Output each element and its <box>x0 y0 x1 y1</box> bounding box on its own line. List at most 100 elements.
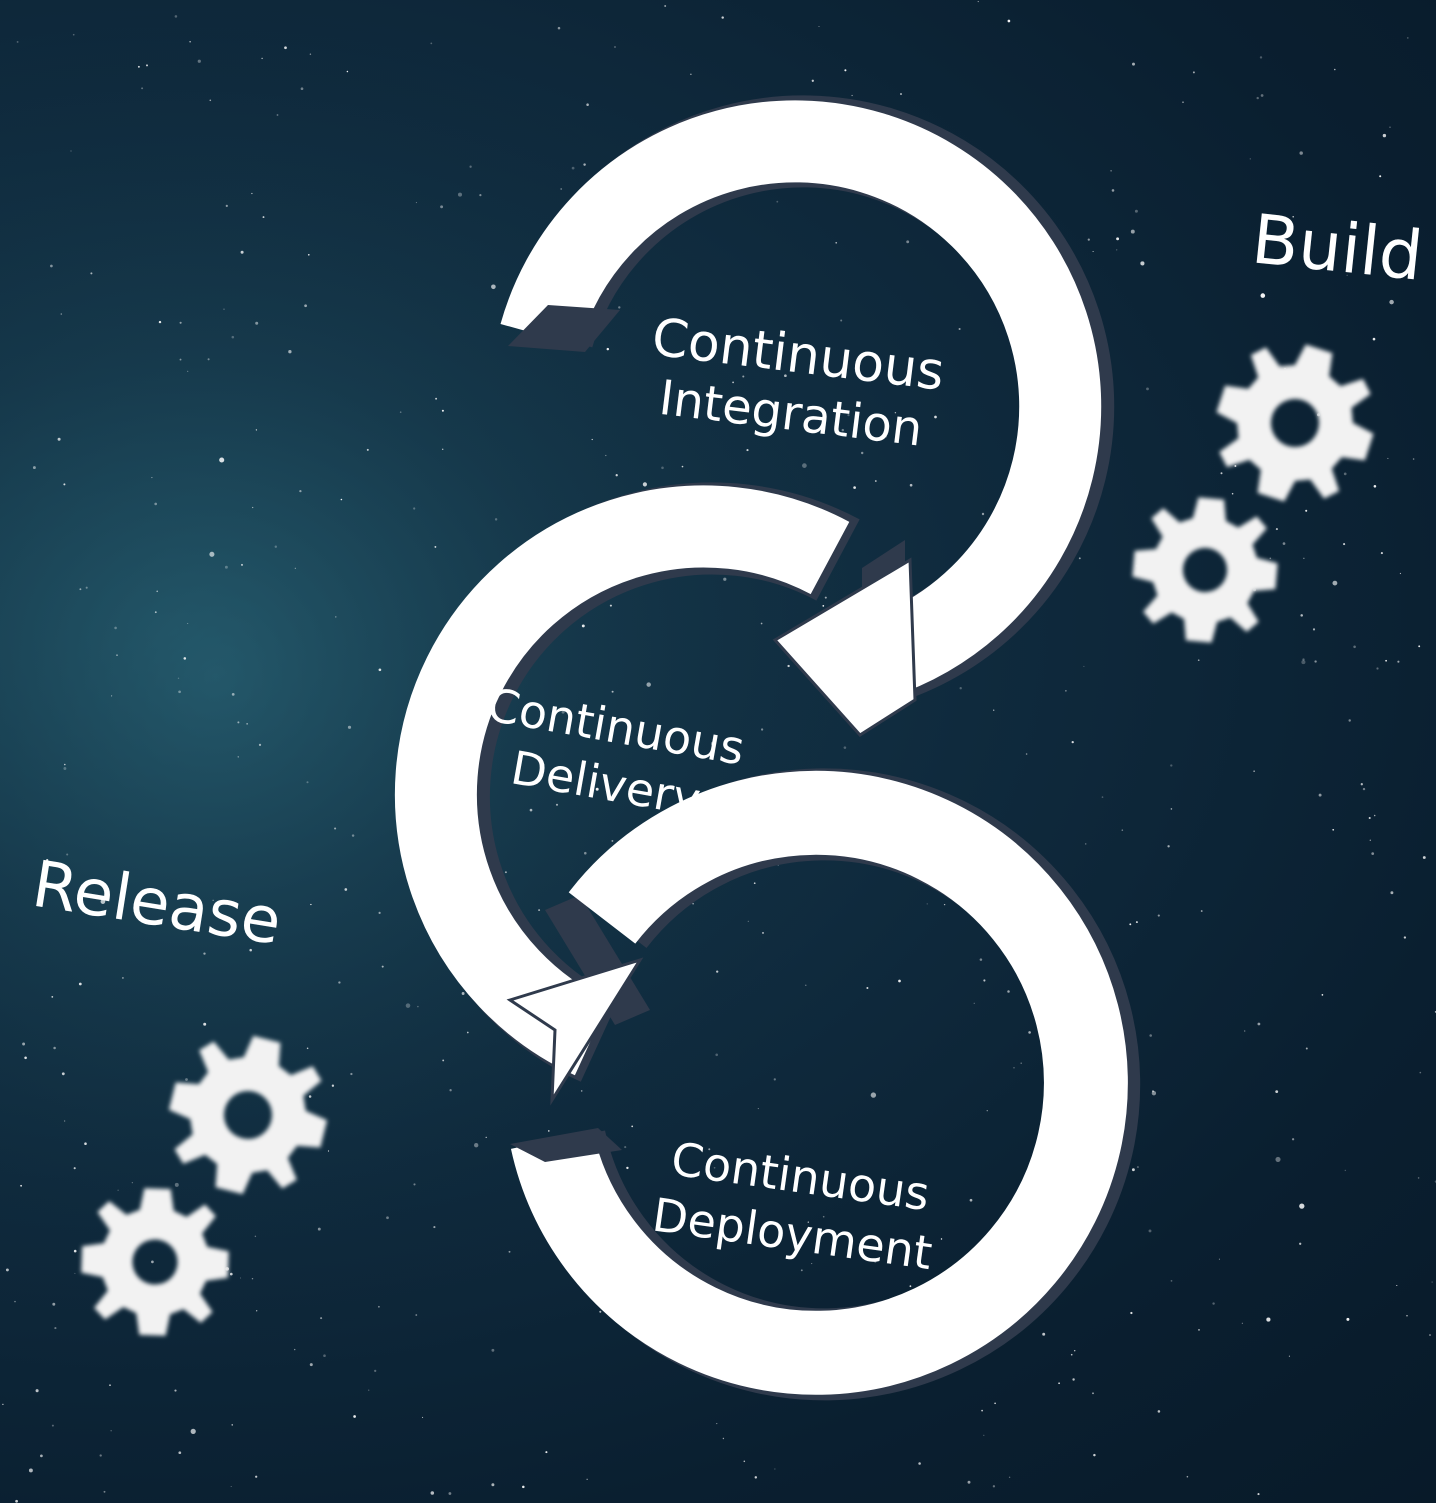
star <box>721 16 724 19</box>
star <box>52 1302 56 1306</box>
star <box>1288 1355 1290 1357</box>
star <box>664 5 667 7</box>
star <box>1372 337 1376 341</box>
star <box>154 611 157 614</box>
star <box>580 1090 583 1092</box>
star <box>442 1059 445 1062</box>
star <box>906 240 910 244</box>
star <box>1305 509 1308 512</box>
star <box>909 1285 912 1288</box>
star <box>334 827 337 830</box>
star <box>611 690 614 693</box>
star <box>1418 645 1421 648</box>
star <box>581 624 585 628</box>
star <box>479 194 482 197</box>
star <box>335 616 337 618</box>
star <box>900 93 902 95</box>
star <box>237 756 239 758</box>
star <box>366 448 369 451</box>
star <box>54 1327 57 1330</box>
star <box>1231 492 1234 495</box>
integration-loop <box>500 95 1115 737</box>
star <box>1369 839 1371 841</box>
star <box>690 73 692 75</box>
star <box>448 1492 452 1495</box>
star <box>1305 1047 1308 1050</box>
star <box>1299 1203 1305 1209</box>
star <box>1412 458 1415 460</box>
star <box>851 94 853 97</box>
star <box>306 1047 309 1050</box>
star <box>430 42 433 45</box>
star <box>14 1300 16 1303</box>
star <box>1234 465 1237 467</box>
build-label: Build <box>1248 200 1426 296</box>
star <box>1198 1329 1200 1331</box>
star <box>631 1125 634 1128</box>
star <box>1157 914 1160 917</box>
star <box>40 1454 43 1458</box>
star <box>1429 1334 1431 1336</box>
star <box>84 1142 87 1145</box>
star <box>35 1389 39 1393</box>
star <box>351 834 355 837</box>
star <box>1111 189 1115 192</box>
star <box>1403 936 1407 939</box>
star <box>85 586 88 589</box>
star <box>308 1095 312 1098</box>
star <box>276 114 279 116</box>
star <box>57 437 61 441</box>
star <box>1116 237 1120 241</box>
star <box>230 1485 232 1488</box>
star <box>841 428 845 432</box>
star <box>231 1424 233 1426</box>
star <box>1146 387 1149 391</box>
star <box>1301 660 1306 665</box>
star <box>1136 1166 1139 1169</box>
star <box>811 1263 813 1265</box>
star <box>1087 238 1090 241</box>
star <box>1135 921 1138 924</box>
star <box>742 375 745 378</box>
star <box>185 1078 188 1081</box>
star <box>1399 572 1401 575</box>
star <box>1376 667 1379 670</box>
star <box>252 506 254 509</box>
star <box>430 1491 435 1495</box>
star <box>219 457 225 463</box>
star <box>1072 1378 1075 1381</box>
star <box>584 851 587 855</box>
star <box>1140 261 1145 266</box>
star <box>805 984 807 986</box>
star <box>288 350 292 354</box>
star <box>1346 1317 1350 1321</box>
star <box>1302 658 1305 661</box>
star <box>207 358 210 361</box>
star <box>386 1216 389 1220</box>
star <box>209 99 212 102</box>
star <box>103 1490 106 1493</box>
star <box>1417 1177 1420 1179</box>
star <box>256 1310 258 1312</box>
star <box>1129 923 1132 926</box>
star <box>1132 62 1135 66</box>
star <box>50 264 53 268</box>
star <box>548 1130 550 1132</box>
star <box>614 46 616 48</box>
star <box>1431 1281 1433 1283</box>
star <box>51 1424 54 1427</box>
star <box>223 308 225 310</box>
star <box>840 319 843 322</box>
star <box>894 412 897 414</box>
star <box>255 1475 258 1478</box>
star <box>178 1451 182 1455</box>
star <box>711 741 716 746</box>
star <box>231 693 235 696</box>
star <box>1253 770 1255 772</box>
star <box>78 982 82 986</box>
star <box>981 1409 983 1412</box>
star <box>151 477 153 479</box>
star <box>1422 856 1426 859</box>
star <box>591 438 593 441</box>
